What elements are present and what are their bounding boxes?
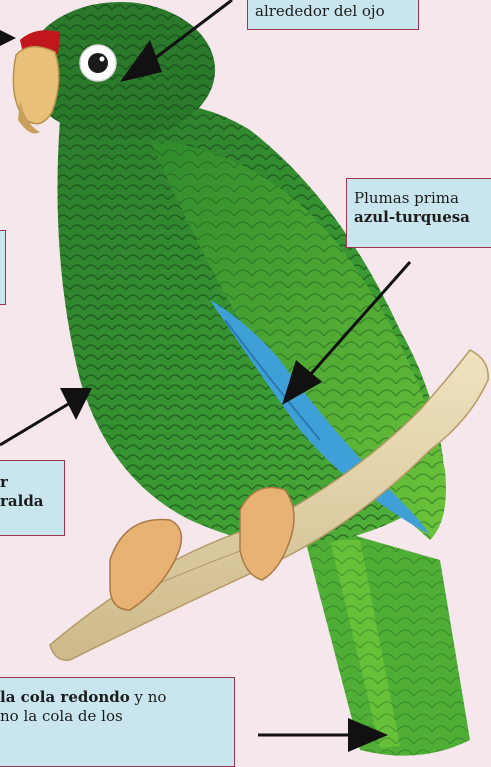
label-tail-bold: la cola redondo <box>0 688 130 706</box>
label-tail-line2: no la cola de los <box>0 707 227 726</box>
label-body-line2: ralda <box>0 492 57 511</box>
label-primary-line2: azul-turquesa <box>354 208 488 227</box>
arrow-body <box>0 388 92 445</box>
label-tail-rest: y no <box>130 688 167 706</box>
label-tail-line1: la cola redondo y no <box>0 688 227 707</box>
label-left-edge-box <box>0 230 6 305</box>
label-eye-ring-text: alrededor del ojo <box>255 2 411 21</box>
label-tail-shape: la cola redondo y no no la cola de los <box>0 677 235 767</box>
label-body-color: r ralda <box>0 460 65 536</box>
arrow-top-left <box>0 30 16 46</box>
label-primary-feathers: Plumas prima azul-turquesa <box>346 178 491 248</box>
label-body-line1: r <box>0 473 57 492</box>
label-eye-ring: alrededor del ojo <box>247 0 419 30</box>
parrot-tail <box>300 520 470 756</box>
beak <box>13 47 59 134</box>
eye <box>80 45 116 81</box>
label-primary-line1: Plumas prima <box>354 189 488 208</box>
